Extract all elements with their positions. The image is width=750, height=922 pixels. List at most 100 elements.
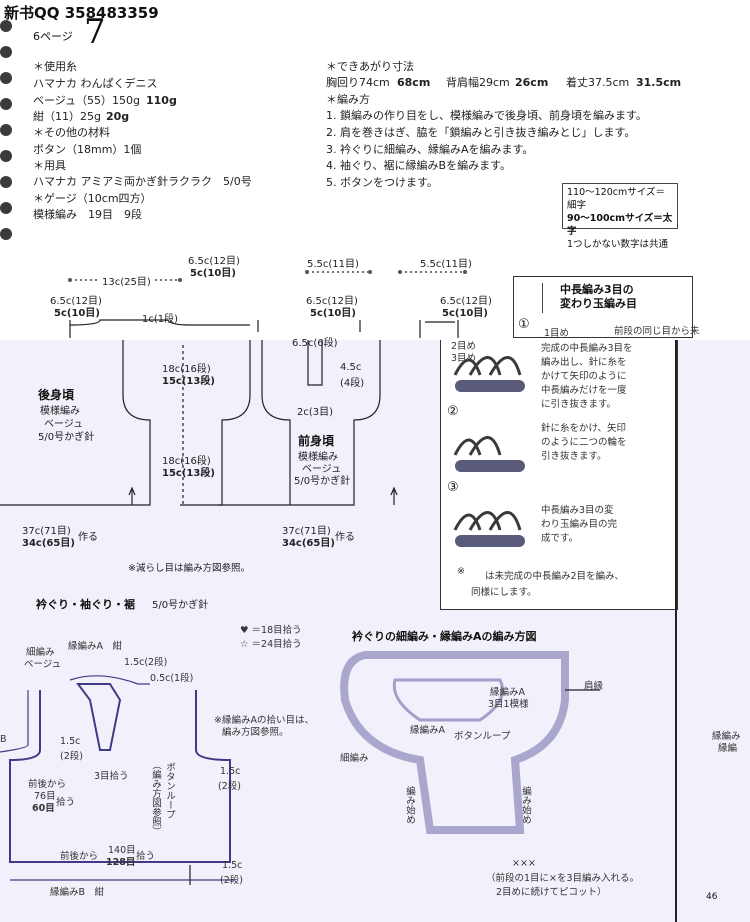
watermark: 新书QQ 358483359 — [4, 4, 159, 22]
back-sub: ベージュ — [44, 419, 84, 430]
step1-text: 中長編みだけを一度 — [541, 385, 627, 396]
neck-hosoami: 細編み — [340, 753, 369, 764]
front-neck-depth: 4.5c — [340, 362, 362, 373]
neck-start-right: 編み始め — [520, 786, 531, 824]
front-dim-right: 6.5c(12目) — [440, 296, 492, 307]
step3-text: 中長編み3目の変 — [541, 505, 614, 516]
back-dim-left: 6.5c(12目) — [50, 296, 102, 307]
back-arm-height-alt: 15c(13段) — [162, 376, 215, 387]
binding-ring-icon — [0, 20, 12, 32]
step-label-3stitch: 3目め — [451, 353, 477, 364]
method-heading: ＊編み方 — [326, 93, 370, 106]
page-number: 7 — [84, 12, 106, 52]
edge-dim-05: 0.5c(1段) — [150, 673, 194, 684]
shoulder-size: 背肩幅29cm — [446, 76, 510, 89]
binding-ring-icon — [0, 150, 12, 162]
back-body-height: 18c(16段) — [162, 456, 211, 467]
front-shoulder-right: 5.5c(11目) — [420, 259, 472, 270]
hem-dim: 1.5c — [222, 860, 243, 871]
edge-b-label: 縁編みB 紺 — [50, 887, 105, 898]
chest-size: 胸回り74cm — [326, 76, 390, 89]
front-sub: 5/0号かぎ針 — [294, 476, 351, 487]
step-label-1stitch: 1目め — [544, 328, 570, 339]
front-dim-right-alt: 5c(10目) — [442, 308, 488, 319]
back-dim-neckrow: 1c(1段) — [142, 314, 179, 325]
edge-dim-15c: 1.5c — [220, 766, 241, 777]
edge-dim-15c-rows: (2段) — [218, 781, 241, 792]
step-number-1: ① — [518, 317, 530, 332]
neck-chart-title: 衿ぐりの細編み・縁編みAの編み方図 — [352, 630, 537, 643]
binding-ring-icon — [0, 228, 12, 240]
front-dim-left-alt: 5c(10目) — [310, 308, 356, 319]
edge-dim-15a: 1.5c(2段) — [124, 657, 168, 668]
step-label-2stitch: 2目め — [451, 341, 477, 352]
step3-text: わり玉編み目の完 — [541, 519, 618, 530]
method-step: 4. 袖ぐり、裾に縁編みBを編みます。 — [326, 159, 511, 172]
method-step: 1. 鎖編みの作り目をし、模様編みで後身頃、前身頃を編みます。 — [326, 109, 647, 122]
page-divider — [675, 340, 677, 922]
front-slit: 2c(3目) — [297, 407, 334, 418]
edge-beige: ベージュ — [24, 659, 62, 670]
yarn-name: ハマナカ わんぱくデニス — [33, 77, 158, 90]
stitch-symbol-icon — [520, 283, 543, 313]
front-neck-width: 6.5c(6段) — [292, 338, 338, 349]
front-title: 前身頃 — [298, 434, 335, 448]
neck-note-a: （前段の1目に×を3目編み入れる。 — [486, 873, 640, 884]
front-width: 37c(71目) — [282, 526, 331, 537]
back-dim-neck: 13c(25目) — [100, 273, 153, 288]
binding-ring-icon — [0, 124, 12, 136]
binding-ring-icon — [0, 98, 12, 110]
step1-text: かけて矢印のように — [541, 371, 627, 382]
page-label: 6ページ — [33, 30, 73, 43]
step3-text: 成です。 — [541, 533, 579, 544]
binding-ring-icon — [0, 202, 12, 214]
stitch-panel-top: 中長編み3目の 変わり玉編み目 ① 1目め 前段の同じ目から未 — [513, 276, 700, 339]
button-material: ボタン（18mm）1個 — [33, 143, 142, 156]
step-number-3: ③ — [447, 480, 459, 495]
neck-loop: ボタンループ — [454, 731, 511, 742]
method-step: 3. 衿ぐりに細編み、縁編みAを編みます。 — [326, 143, 534, 156]
binding-ring-icon — [0, 46, 12, 58]
other-heading: ＊その他の材料 — [33, 126, 110, 139]
edge-dim-15b-rows: (2段) — [60, 751, 83, 762]
right-edge-b: 縁編 — [718, 743, 738, 754]
neck-row: 3目1模様 — [488, 699, 529, 710]
front-width-alt: 34c(65目) — [282, 538, 335, 549]
front-neck-rows: (4段) — [340, 378, 365, 389]
neck-edge-a: 縁編みA — [490, 687, 525, 698]
note-text: は未完成の中長編み2目を編み、 — [485, 571, 625, 582]
right-edge-a: 縁編み — [712, 731, 741, 742]
front-shoulder-left: 5.5c(11目) — [307, 259, 359, 270]
binding-ring-icon — [0, 176, 12, 188]
length-size-alt: 31.5cm — [636, 76, 682, 89]
back-width: 37c(71目) — [22, 526, 71, 537]
edge-pick: 拾う — [56, 797, 76, 808]
method-step: 2. 肩を巻きはぎ、脇を「鎖編みと引き抜き編みとじ」します。 — [326, 126, 636, 139]
legend-line: 110～120cmサイズ＝細字 — [567, 187, 665, 211]
hook-name: ハマナカ アミアミ両かぎ針ラクラク 5/0号 — [33, 175, 252, 188]
size-legend: 110～120cmサイズ＝細字 90～100cmサイズ＝太字 1つしかない数字は… — [562, 183, 678, 250]
edge-loop2: （編み方図参照） — [150, 760, 161, 836]
yarn-beige: ベージュ（55）150g — [33, 94, 140, 107]
edge-loop: ボタンループ — [164, 762, 175, 819]
edge-note-a: ※縁編みAの拾い目は、 — [214, 715, 314, 726]
back-make: 作る — [78, 532, 98, 543]
hem-dim-rows: (2段) — [220, 875, 243, 886]
edge-note-b: 編み方図参照。 — [222, 727, 289, 738]
back-sub: 模様編み — [40, 406, 80, 417]
edge-b-left: B — [0, 734, 7, 745]
edge-pick3: 3目拾う — [94, 771, 129, 782]
step1-text: 完成の中長編み3目を — [541, 343, 633, 354]
step-number-2: ② — [447, 404, 459, 419]
hem-128: 128目 — [106, 857, 136, 868]
stitch-title-1: 中長編み3目の — [560, 283, 634, 296]
hem-140: 140目 — [108, 845, 136, 856]
front-sub: ベージュ — [302, 464, 342, 475]
front-dim-left: 6.5c(12目) — [306, 296, 358, 307]
neck-symbol: ××× — [512, 858, 536, 869]
step2-text: のように二つの輪を — [541, 437, 627, 448]
gauge-heading: ＊ゲージ（10cm四方） — [33, 192, 152, 205]
back-dim-top-alt: 5c(10目) — [190, 268, 236, 279]
yarn-beige-alt: 110g — [146, 94, 177, 107]
